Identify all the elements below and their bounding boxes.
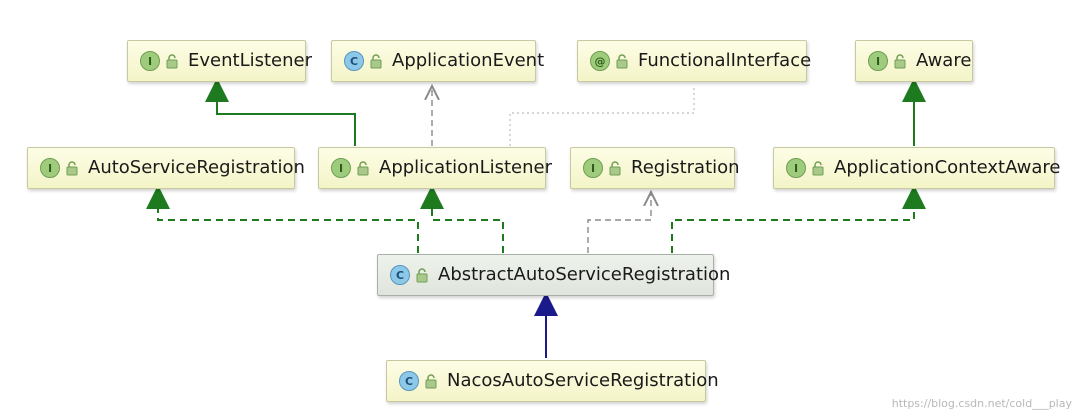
node-nacos-auto-service-registration[interactable]: C NacosAutoServiceRegistration bbox=[386, 360, 719, 402]
node-label: ApplicationEvent bbox=[392, 50, 545, 71]
node-label: ApplicationContextAware bbox=[834, 157, 1061, 178]
node-application-event[interactable]: C ApplicationEvent bbox=[331, 40, 544, 82]
class-icon: C bbox=[344, 51, 364, 71]
interface-icon: I bbox=[140, 51, 160, 71]
node-label: NacosAutoServiceRegistration bbox=[447, 370, 719, 391]
interface-icon: I bbox=[868, 51, 888, 71]
annotation-icon: @ bbox=[590, 51, 610, 71]
node-label: Aware bbox=[916, 50, 972, 71]
edge-abstract-applicationlistener bbox=[420, 185, 504, 253]
lock-icon bbox=[609, 161, 621, 176]
interface-icon: I bbox=[583, 158, 603, 178]
interface-icon: I bbox=[331, 158, 351, 178]
lock-icon bbox=[416, 268, 428, 283]
node-label: AbstractAutoServiceRegistration bbox=[438, 264, 731, 285]
node-application-context-aware[interactable]: I ApplicationContextAware bbox=[773, 147, 1061, 189]
interface-icon: I bbox=[786, 158, 806, 178]
class-icon: C bbox=[390, 265, 410, 285]
lock-icon bbox=[357, 161, 369, 176]
edge-abstract-autoserviceregistration bbox=[146, 185, 419, 253]
node-event-listener[interactable]: I EventListener bbox=[127, 40, 312, 82]
lock-icon bbox=[66, 161, 78, 176]
interface-icon: I bbox=[40, 158, 60, 178]
lock-icon bbox=[370, 54, 382, 69]
lock-icon bbox=[894, 54, 906, 69]
lock-icon bbox=[812, 161, 824, 176]
edge-applicationlistener-functionalinterface bbox=[509, 86, 695, 146]
node-label: EventListener bbox=[188, 50, 312, 71]
edge-applicationlistener-eventlistener bbox=[205, 78, 356, 146]
edge-abstract-registration bbox=[587, 192, 651, 253]
lock-icon bbox=[166, 54, 178, 69]
node-abstract-auto-service-registration[interactable]: C AbstractAutoServiceRegistration bbox=[377, 254, 730, 296]
node-label: FunctionalInterface bbox=[638, 50, 812, 71]
class-icon: C bbox=[399, 371, 419, 391]
lock-icon bbox=[425, 374, 437, 389]
node-label: ApplicationListener bbox=[379, 157, 552, 178]
node-functional-interface[interactable]: @ FunctionalInterface bbox=[577, 40, 811, 82]
node-label: AutoServiceRegistration bbox=[88, 157, 305, 178]
node-registration[interactable]: I Registration bbox=[570, 147, 740, 189]
node-aware[interactable]: I Aware bbox=[855, 40, 973, 82]
node-application-listener[interactable]: I ApplicationListener bbox=[318, 147, 552, 189]
watermark: https://blog.csdn.net/cold___play bbox=[891, 397, 1072, 410]
lock-icon bbox=[616, 54, 628, 69]
node-auto-service-registration[interactable]: I AutoServiceRegistration bbox=[27, 147, 305, 189]
node-label: Registration bbox=[631, 157, 740, 178]
edge-abstract-applicationcontextaware bbox=[671, 185, 926, 253]
